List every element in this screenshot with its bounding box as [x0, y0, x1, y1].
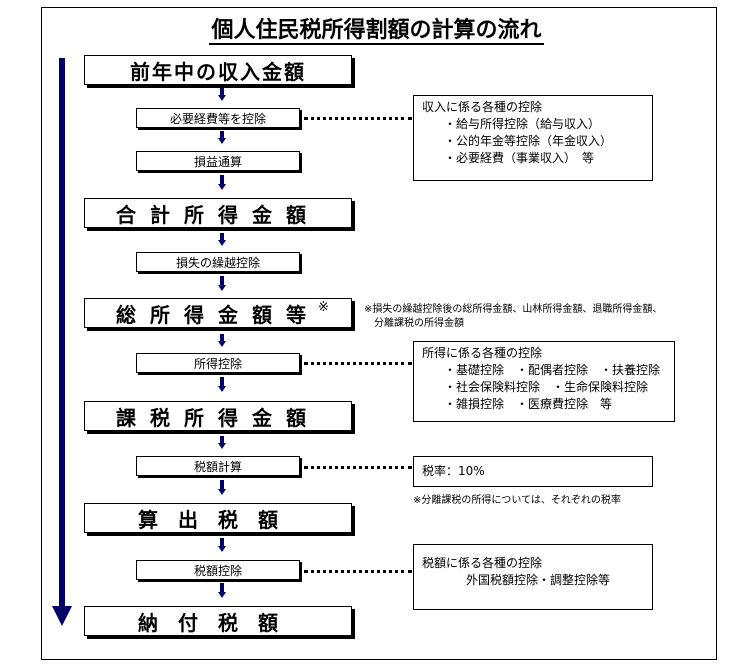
diagram-title: 個人住民税所得割額の計算の流れ [209, 18, 544, 45]
connector-shotoku [304, 362, 412, 365]
connector-zeigaku-keisan [304, 466, 412, 469]
step-sou-shotoku: 総所得金額等 [84, 298, 352, 328]
note-income-deductions: 収入に係る各種の控除 ・給与所得控除（給与収入） ・公的年金等控除（年金収入） … [413, 95, 653, 181]
sou-asterisk: ※ [318, 300, 329, 315]
connector-hitsuyou [304, 117, 412, 120]
step-zeigaku-koujo: 税額控除 [136, 560, 300, 580]
step-sonneki-tsuusan: 損益通算 [136, 151, 300, 171]
note-shotoku-deductions: 所得に係る各種の控除 ・基礎控除 ・配偶者控除 ・扶養控除 ・社会保険料控除 ・… [413, 341, 675, 422]
note-zeigaku-deductions: 税額に係る各種の控除 外国税額控除・調整控除等 [413, 544, 653, 610]
step-sonshitsu-kurikoshi: 損失の繰越控除 [136, 252, 300, 272]
step-goukei-shotoku: 合計所得金額 [84, 198, 352, 228]
connector-zeigaku-koujo [304, 570, 412, 573]
annotation-bunri-kazei: ※分離課税の所得については、それぞれの税率 [413, 495, 621, 506]
annotation-sou-shotoku: ※損失の繰越控除後の総所得金額、山林所得金額、退職所得金額、 分離課税の所得金額 [364, 304, 663, 329]
step-kazei-shotoku: 課税所得金額 [84, 401, 352, 431]
step-sanshutsu-zeigaku: 算出税額 [84, 503, 352, 533]
diagram-frame [41, 7, 717, 660]
step-shotoku-koujo: 所得控除 [136, 353, 300, 373]
step-zeigaku-keisan: 税額計算 [136, 456, 300, 476]
note-zeiritsu: 税率：10% [413, 456, 653, 487]
step-nouhu-zeigaku: 納付税額 [84, 606, 352, 636]
step-hitsuyou-keihi: 必要経費等を控除 [136, 108, 300, 128]
step-zennen-shunyu: 前年中の収入金額 [84, 55, 352, 85]
flow-arrow [52, 58, 72, 626]
